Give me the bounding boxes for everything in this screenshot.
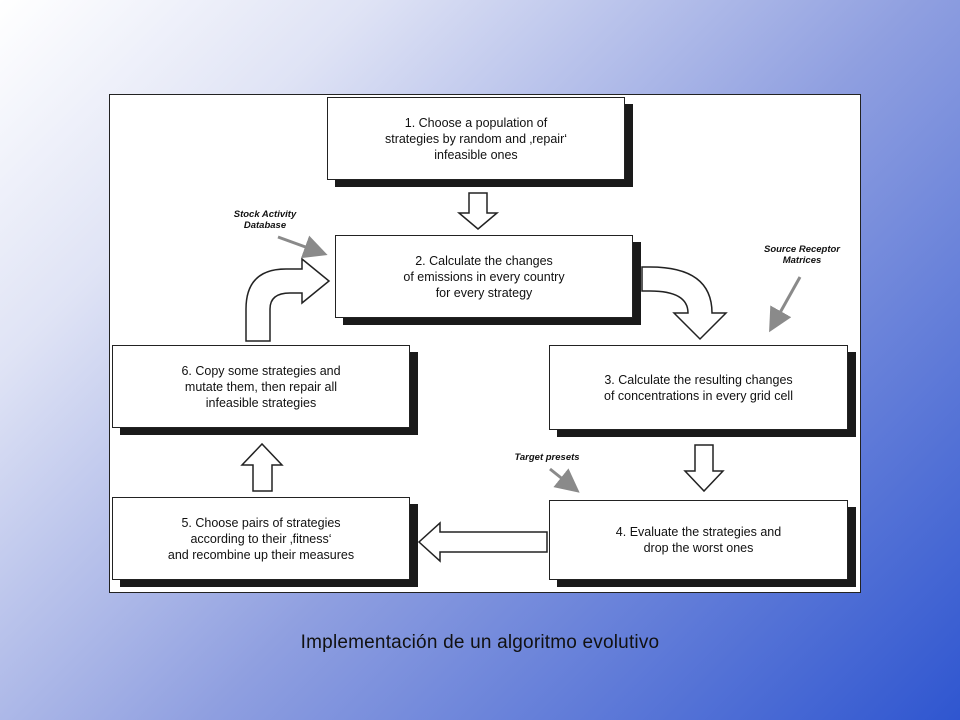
arrow-step3-to-step4 bbox=[683, 444, 725, 493]
step-6-box: 6. Copy some strategies and mutate them,… bbox=[112, 345, 410, 428]
arrow-step6-to-step2 bbox=[245, 257, 331, 342]
step-1-box: 1. Choose a population of strategies by … bbox=[327, 97, 625, 180]
arrow-step1-to-step2 bbox=[456, 192, 500, 230]
annotation-target-presets: Target presets bbox=[514, 452, 580, 463]
arrow-step2-to-step3 bbox=[641, 266, 728, 341]
annotation-stock-activity: Stock Activity Database bbox=[233, 209, 297, 231]
step-5-box: 5. Choose pairs of strategies according … bbox=[112, 497, 410, 580]
step-1-text: 1. Choose a population of strategies by … bbox=[384, 115, 568, 162]
step-4-box: 4. Evaluate the strategies and drop the … bbox=[549, 500, 848, 580]
diagram-arrows bbox=[240, 192, 802, 563]
annotation-source-receptor: Source Receptor Matrices bbox=[763, 244, 841, 266]
step-2-box: 2. Calculate the changes of emissions in… bbox=[335, 235, 633, 318]
step-3-box: 3. Calculate the resulting changes of co… bbox=[549, 345, 848, 430]
step-6-text: 6. Copy some strategies and mutate them,… bbox=[181, 363, 341, 410]
step-5-text: 5. Choose pairs of strategies according … bbox=[167, 515, 355, 562]
pointer-stock-activity bbox=[277, 235, 328, 259]
pointer-target-presets bbox=[549, 467, 580, 493]
step-2-text: 2. Calculate the changes of emissions in… bbox=[403, 253, 565, 300]
flow-diagram: 1. Choose a population of strategies by … bbox=[109, 94, 861, 593]
pointer-source-receptor bbox=[769, 276, 802, 333]
step-3-text: 3. Calculate the resulting changes of co… bbox=[604, 372, 793, 403]
slide-caption: Implementación de un algoritmo evolutivo bbox=[300, 632, 660, 653]
step-4-text: 4. Evaluate the strategies and drop the … bbox=[615, 525, 782, 555]
arrow-step5-to-step6 bbox=[240, 442, 284, 492]
arrow-step4-to-step5 bbox=[417, 521, 548, 563]
